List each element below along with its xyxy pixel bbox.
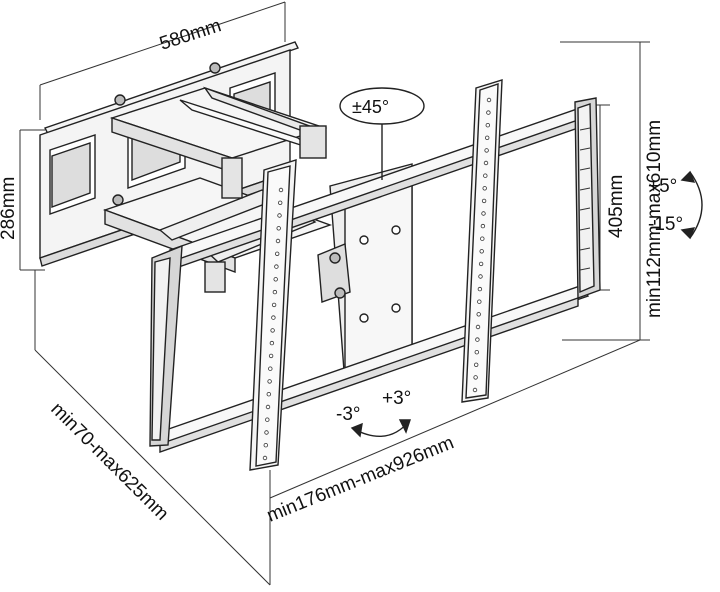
strap-hole	[265, 404, 271, 410]
strap-hole	[483, 173, 488, 178]
swivel-right-label: +3°	[382, 388, 411, 409]
strap-hole	[482, 186, 487, 191]
strap-hole	[477, 299, 482, 304]
strap-hole	[268, 366, 273, 371]
strap-hole	[473, 375, 478, 380]
strap-hole	[475, 324, 481, 330]
strap-hole	[485, 135, 490, 140]
strap-hole	[277, 213, 282, 218]
strap-hole	[264, 430, 269, 435]
strap-hole	[275, 238, 281, 244]
tilt-range-label: ±45°	[352, 97, 389, 117]
strap-hole	[472, 387, 478, 393]
strap-hole	[478, 261, 484, 267]
tilt-bracket	[317, 163, 413, 385]
strap-hole	[477, 286, 483, 292]
strap-hole	[475, 337, 480, 342]
wall-plate-width-label: 580mm	[157, 15, 224, 55]
strap-holes	[262, 97, 492, 461]
tilt-down-label: -15°	[648, 214, 683, 235]
strap-hole	[474, 362, 479, 367]
vertical-range-label: min112mm-max610mm	[644, 120, 665, 318]
strap-hole	[481, 198, 487, 204]
strap-hole	[486, 97, 492, 103]
strap-hole	[273, 277, 278, 282]
strap-hole	[485, 122, 490, 128]
dimension-lines	[19, 1, 650, 586]
rotation-arrows	[339, 87, 703, 438]
tilt-up-label: +5°	[648, 176, 677, 197]
strap-hole	[478, 274, 483, 279]
rail-end-caps	[149, 97, 601, 447]
strap-hole	[269, 340, 275, 346]
strap-hole	[480, 223, 486, 229]
tv-rail-height-label: 405mm	[606, 175, 627, 238]
strap-hole	[271, 302, 277, 308]
strap-hole	[486, 110, 491, 115]
wall-plate-height-label: 286mm	[0, 177, 19, 240]
strap-hole	[266, 392, 271, 397]
strap-hole	[272, 289, 278, 295]
strap-hole	[474, 350, 479, 355]
strap-hole	[268, 353, 274, 359]
strap-hole	[262, 455, 268, 461]
strap-hole	[480, 236, 485, 241]
strap-hole	[276, 226, 281, 231]
strap-hole	[479, 249, 484, 254]
strap-hole	[263, 443, 268, 448]
strap-hole	[271, 315, 276, 320]
strap-hole	[278, 200, 283, 205]
strap-hole	[265, 417, 270, 422]
strap-hole	[476, 312, 481, 317]
rail-span-label: min176mm-max926mm	[264, 432, 457, 526]
strap-hole	[483, 160, 489, 166]
strap-hole	[270, 328, 275, 333]
strap-hole	[275, 251, 280, 256]
strap-hole	[267, 379, 272, 384]
strap-hole	[274, 264, 279, 269]
strap-hole	[484, 148, 489, 153]
strap-hole	[481, 211, 486, 216]
strap-hole	[278, 187, 284, 193]
swivel-left-label: -3°	[336, 404, 361, 425]
